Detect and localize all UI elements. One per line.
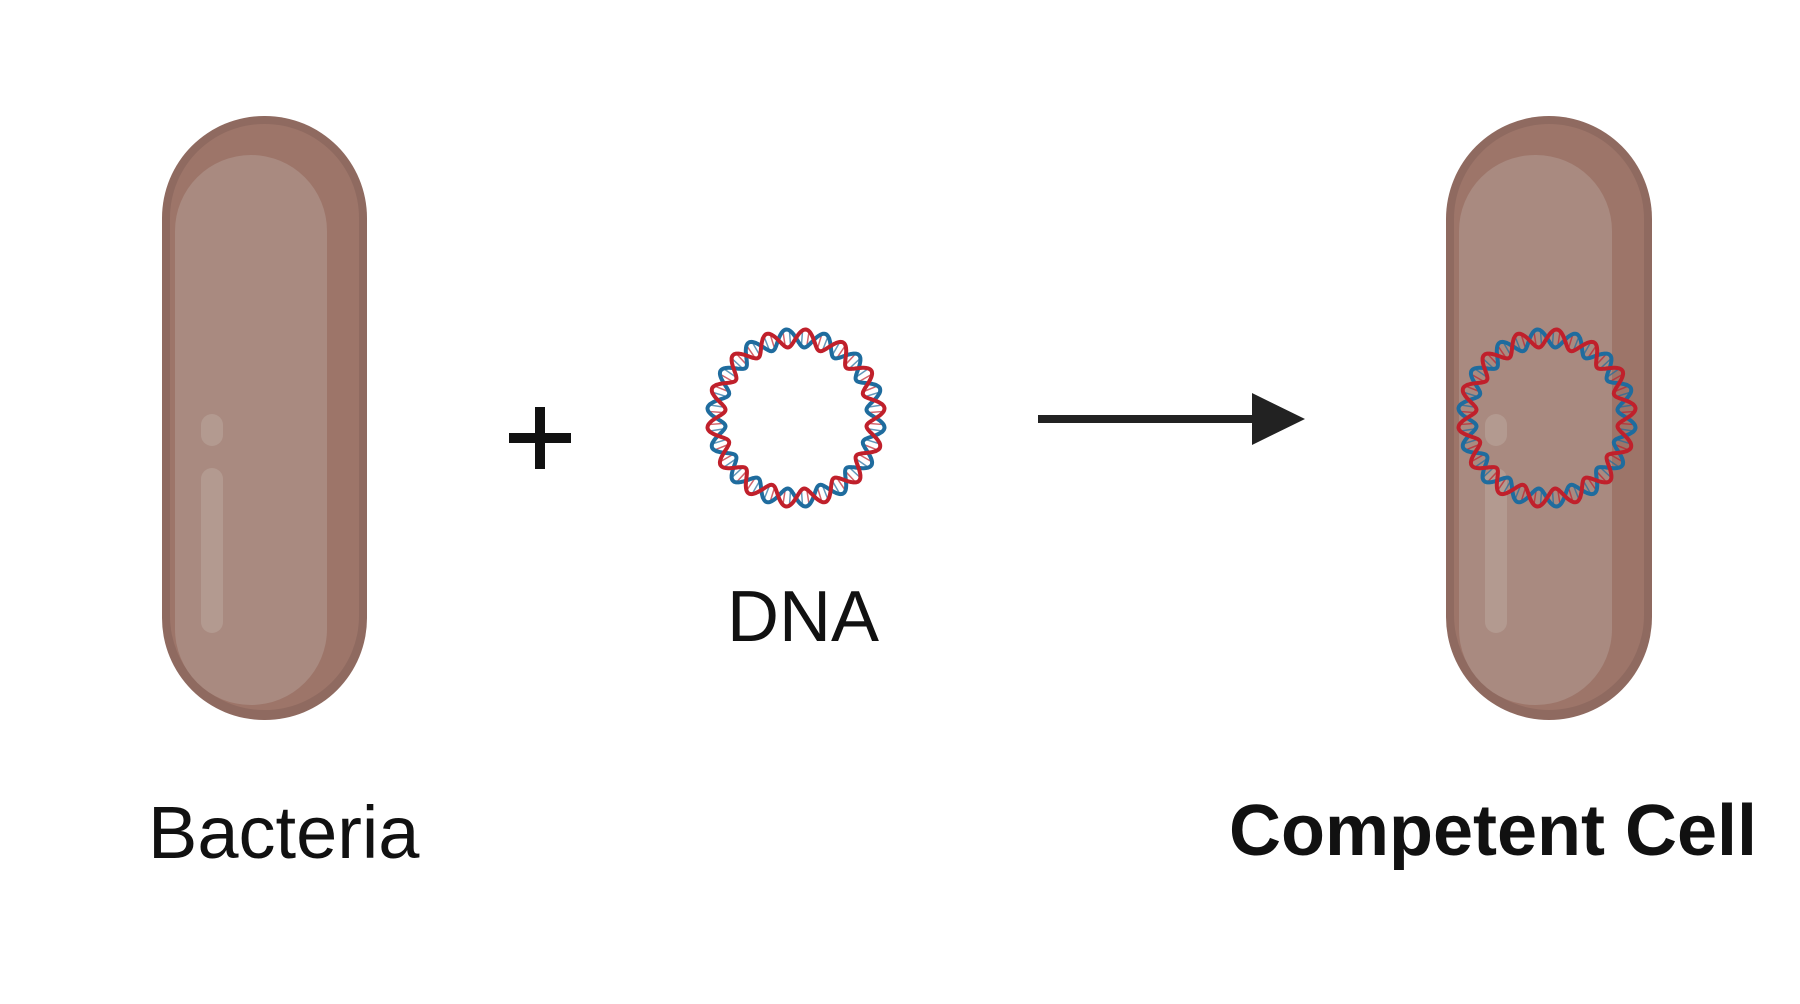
competent-cell (1446, 116, 1652, 720)
plasmid-dna-in-cell-icon (1456, 327, 1638, 509)
dna-strand (1456, 327, 1638, 509)
bacteria-label: Bacteria (148, 791, 420, 874)
plus-icon (509, 407, 571, 469)
competent-cell-label: Competent Cell (1229, 791, 1758, 871)
plasmid-dna-icon (705, 327, 887, 509)
bacteria-cell (162, 116, 367, 720)
dna-strand (705, 327, 887, 509)
dna-label: DNA (727, 577, 880, 657)
arrow-icon (1038, 393, 1305, 445)
